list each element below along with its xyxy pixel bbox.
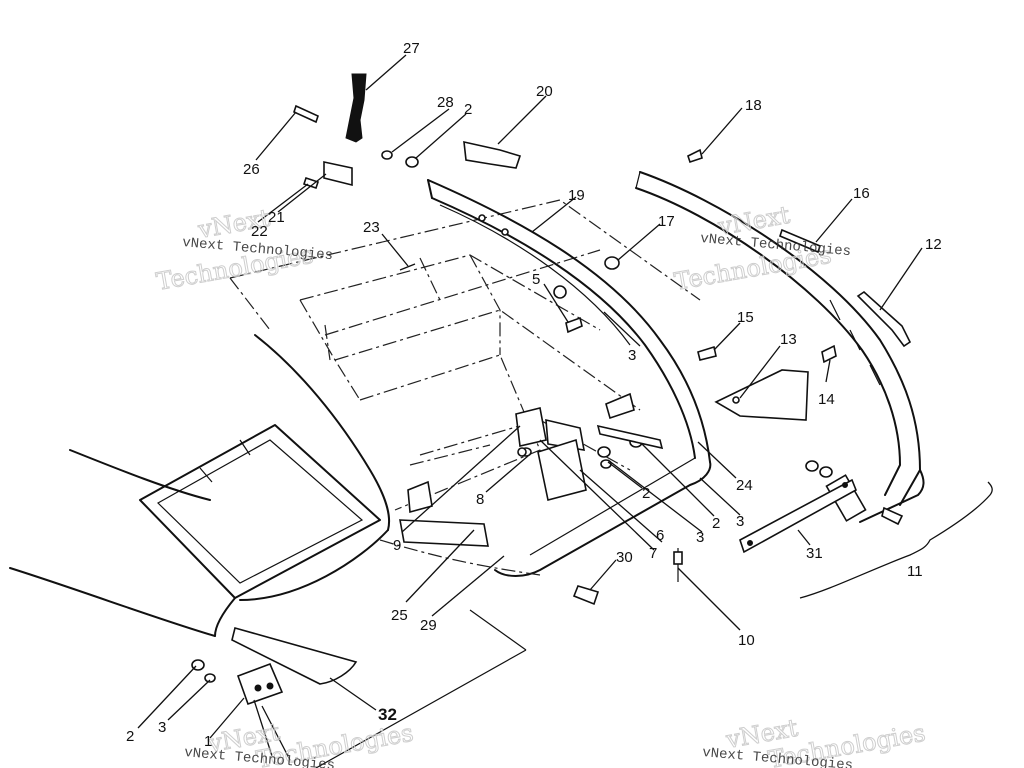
callout-6: 6 [656, 527, 664, 544]
callout-2-bottom: 2 [126, 728, 134, 745]
callout-28: 28 [437, 94, 454, 111]
callout-3-bottom: 3 [158, 719, 166, 736]
mounting-strip [739, 478, 858, 554]
callout-10: 10 [738, 632, 755, 649]
callout-26: 26 [243, 161, 260, 178]
callout-20: 20 [536, 83, 553, 100]
hood-body [9, 334, 391, 637]
callout-2-top: 2 [464, 101, 472, 118]
rear-panel-frame [379, 179, 712, 577]
callout-30: 30 [616, 549, 633, 566]
callout-29: 29 [420, 617, 437, 634]
callout-1: 1 [204, 733, 212, 750]
callout-7: 7 [649, 545, 657, 562]
callout-23: 23 [363, 219, 380, 236]
callout-8: 8 [476, 491, 484, 508]
small-parts [191, 73, 993, 706]
callout-11: 11 [907, 563, 923, 580]
callout-22: 22 [251, 223, 268, 240]
callout-labels: 27 28 2 20 26 21 22 23 19 18 16 12 17 5 … [126, 40, 942, 750]
callout-21: 21 [268, 209, 285, 226]
callout-15: 15 [737, 309, 754, 326]
callout-9: 9 [393, 537, 401, 554]
callout-12: 12 [925, 236, 942, 253]
callout-18: 18 [745, 97, 762, 114]
callout-2-right: 2 [712, 515, 720, 532]
callout-3-mid: 3 [696, 529, 704, 546]
callout-16: 16 [853, 185, 870, 202]
callout-27: 27 [403, 40, 420, 57]
callout-19: 19 [568, 187, 585, 204]
callout-32: 32 [378, 705, 397, 724]
callout-13: 13 [780, 331, 797, 348]
side-rail [635, 171, 925, 523]
callout-3-upper: 3 [628, 347, 636, 364]
callout-31: 31 [806, 545, 823, 562]
callout-24: 24 [736, 477, 753, 494]
callout-14: 14 [818, 391, 835, 408]
callout-17: 17 [658, 213, 675, 230]
leader-lines [137, 54, 923, 768]
callout-3-right: 3 [736, 513, 744, 530]
callout-5: 5 [532, 271, 540, 288]
callout-25: 25 [391, 607, 408, 624]
callout-2-mid: 2 [642, 485, 650, 502]
